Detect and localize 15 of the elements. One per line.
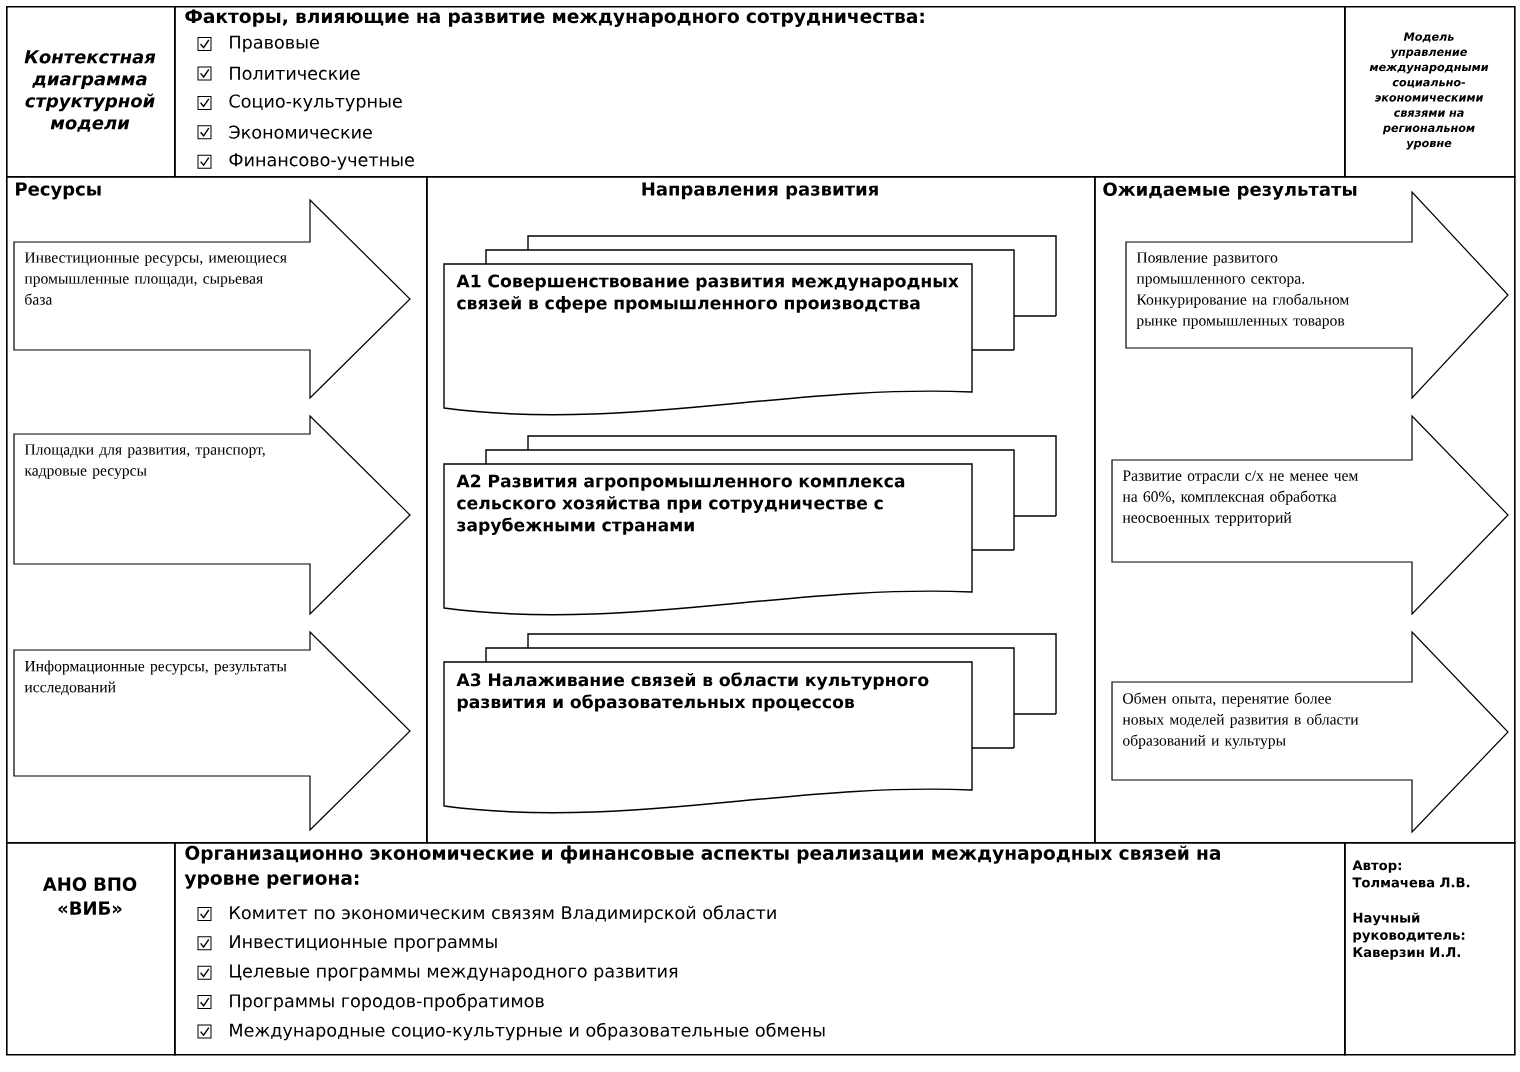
list-item: Инвестиционные программы [230,935,497,952]
organisation-name: АНО ВПО «ВИБ» [6,842,176,1056]
list-item: Политические [230,66,360,80]
document-stack: А3 Налаживание связей в области культурного развития и образовательных процессов [443,633,1057,814]
list-item: Социо-культурные [229,94,402,112]
list-item: Финансово-учетные [229,153,414,170]
document-stack: А1 Совершенствование развития международных связей в сфере промышленного производства [443,235,1057,416]
list-item: Правовые [230,35,319,53]
diagram-title: Контекстная диаграмма структурной модели [6,6,176,178]
list-item: Экономические [229,125,372,139]
document-stack: А2 Развития агропромышленного комплекса сельского хозяйства при сотрудничестве с зарубежными странами [443,435,1057,616]
list-item: Программы городов-пробратимов [230,993,544,1011]
list-item: Международные социо-культурные и образовательные обмены [230,1022,825,1041]
list-item: Комитет по экономическим связям Владимирской области [230,905,776,923]
list-item: Целевые программы международного развития [230,964,678,982]
